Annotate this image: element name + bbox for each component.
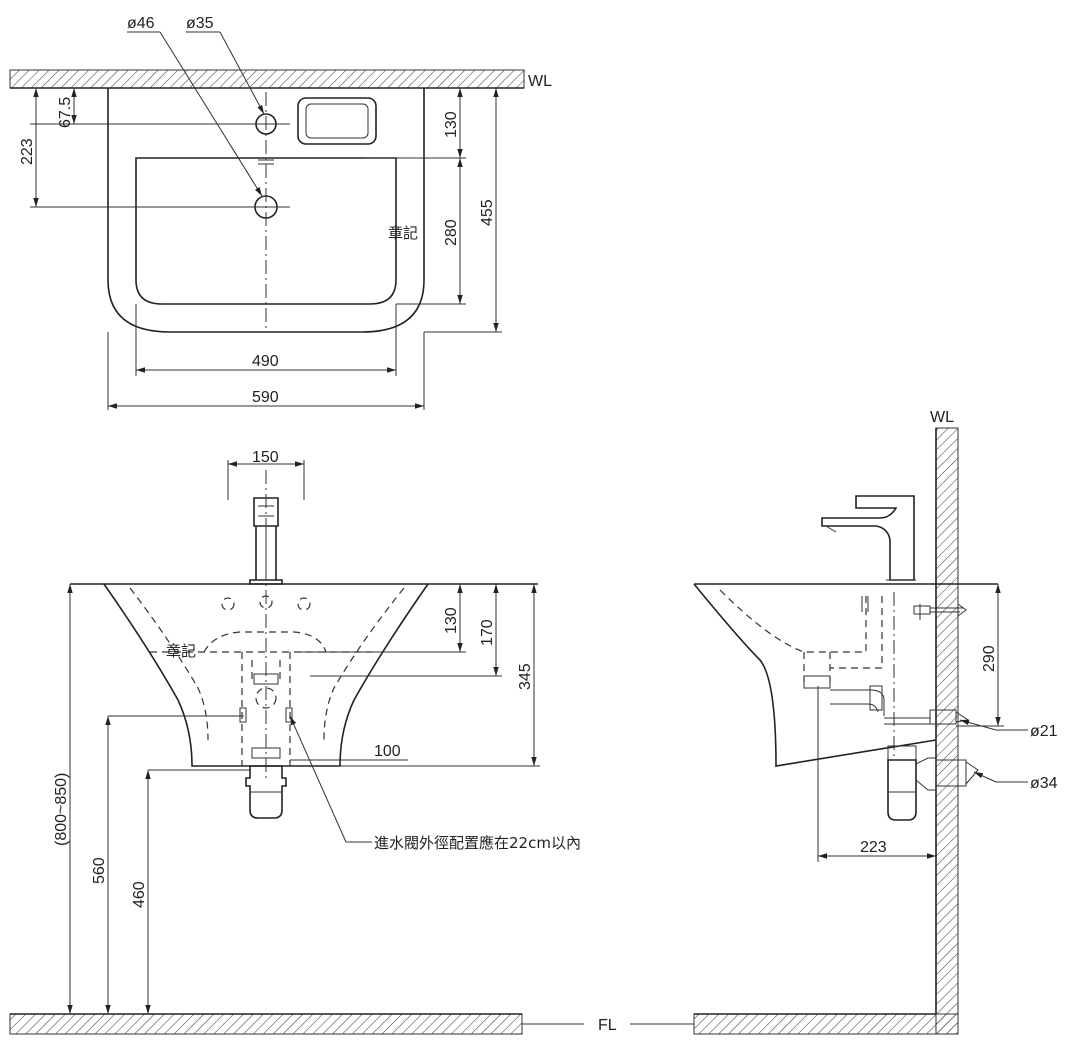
hole-label-small: ø35: [186, 15, 214, 32]
overflow-slot: [297, 97, 377, 145]
wall-label-top: WL: [528, 73, 552, 90]
valve-note: 進水閥外徑配置應在22cm以內: [374, 834, 581, 852]
dim-projection: 223: [860, 839, 887, 856]
floor-label: FL: [598, 1017, 617, 1034]
front-basin-hidden-lines: [129, 587, 405, 741]
dim-base-height: 460: [131, 881, 148, 908]
front-drain-trap: [245, 765, 287, 819]
floor-hatch-left: [9, 1013, 523, 1035]
dim-rim-to-hole: 130: [443, 607, 460, 634]
dim-drain-height: 560: [91, 857, 108, 884]
dim-hole-center: 223: [19, 138, 36, 165]
dim-tap-spacing: 150: [252, 449, 279, 466]
side-drain-trap: [887, 759, 917, 821]
drain-diameter-label: ø34: [1030, 775, 1058, 792]
brand-mark-front: 章記: [166, 642, 196, 660]
hole-label-large: ø46: [127, 15, 155, 32]
supply-diameter-label: ø21: [1030, 723, 1058, 740]
wall-label-side: WL: [930, 409, 954, 426]
dim-hole-offset: 67.5: [57, 97, 74, 128]
basin-outer-outline: [107, 88, 425, 333]
dim-rim-height: (800~850): [53, 773, 70, 846]
dim-inner-width: 490: [252, 353, 279, 370]
top-view: WL ø46 ø35 67.5 223: [9, 15, 552, 410]
dim-rim-depth: 170: [479, 619, 496, 646]
wall-hatch-side: [935, 427, 959, 1035]
wall-hatch-top: [9, 69, 525, 89]
side-basin-profile: [693, 583, 937, 767]
dim-inner-depth: 280: [443, 219, 460, 246]
dim-overall-width: 590: [252, 389, 279, 406]
floor-hatch-right: [693, 1013, 959, 1035]
dim-supply-height: 290: [981, 645, 998, 672]
dim-valve-spacing: 100: [374, 743, 401, 760]
dim-bowl-height: 345: [517, 663, 534, 690]
side-faucet: [821, 495, 915, 581]
dim-overall-depth: 455: [479, 199, 496, 226]
dim-inner-depth-upper: 130: [443, 111, 460, 138]
side-view: WL 290 ø21: [693, 409, 1058, 1035]
front-view: 章記 150 130 170 345 100 (800~850) 560 460…: [9, 449, 581, 1035]
brand-mark-top: 章記: [388, 224, 418, 242]
basin-inner-bowl: [135, 157, 397, 305]
